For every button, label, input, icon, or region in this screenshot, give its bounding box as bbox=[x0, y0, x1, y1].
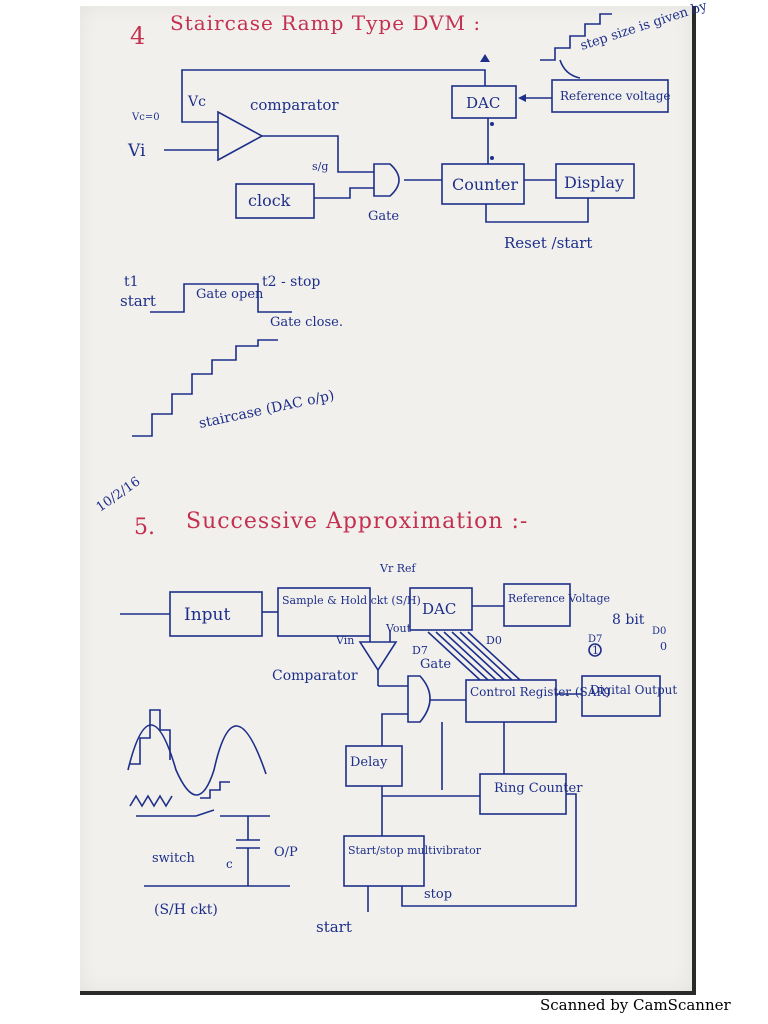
clock-pulses bbox=[129, 794, 173, 808]
staircase-waveform bbox=[132, 339, 278, 437]
ref2-label: Reference Voltage bbox=[508, 592, 610, 605]
small-staircase bbox=[200, 781, 230, 799]
bit-zero-label: 0 bbox=[660, 640, 667, 653]
d0b-label: D0 bbox=[652, 626, 666, 637]
delay-to-gate-line bbox=[381, 713, 408, 746]
vc-label: Vc bbox=[187, 94, 206, 110]
ref2-box bbox=[503, 583, 571, 627]
date-label: 10/2/16 bbox=[94, 474, 144, 515]
ring-counter-label: Ring Counter bbox=[494, 781, 583, 796]
input-box bbox=[169, 591, 263, 637]
step-arrow bbox=[559, 59, 581, 79]
reset-label: Reset /start bbox=[504, 234, 592, 252]
sampled-wave bbox=[130, 709, 171, 765]
gate-close-label: Gate close. bbox=[270, 315, 343, 330]
section5-title: Successive Approximation :- bbox=[186, 509, 528, 534]
vin-label: Vin bbox=[335, 634, 354, 647]
vc-line bbox=[181, 75, 218, 123]
comparator2-triangle bbox=[358, 641, 398, 672]
delay-box bbox=[345, 745, 403, 787]
bit-circle-icon bbox=[588, 643, 602, 657]
dac-feedback-line bbox=[181, 69, 486, 86]
switch-line bbox=[195, 809, 215, 817]
staircase-label: staircase (DAC o/p) bbox=[198, 388, 336, 432]
sh-label: Sample & Hold ckt (S/H) bbox=[282, 594, 421, 607]
notebook-page bbox=[80, 6, 696, 995]
section5-number: 5. bbox=[134, 515, 155, 540]
dac2-box bbox=[409, 587, 473, 631]
arrow-left-icon bbox=[518, 94, 526, 102]
data-bus bbox=[427, 631, 521, 681]
bit-one-label: 1 bbox=[592, 644, 599, 657]
sg-label: s/g bbox=[312, 160, 328, 173]
section4-title: Staircase Ramp Type DVM : bbox=[170, 11, 481, 35]
start-label: start bbox=[120, 292, 156, 310]
op-label: O/P bbox=[274, 845, 298, 860]
comparator2-label: Comparator bbox=[272, 668, 358, 684]
delay-label: Delay bbox=[350, 755, 388, 770]
d0-label: D0 bbox=[486, 634, 502, 647]
input-label: Input bbox=[184, 605, 230, 625]
scanner-footer: Scanned by CamScanner bbox=[540, 996, 731, 1014]
c-label: c bbox=[226, 857, 233, 871]
comparator-out-line bbox=[262, 135, 374, 173]
t2-label: t2 - stop bbox=[262, 274, 320, 290]
switch-label: switch bbox=[152, 851, 195, 866]
bits-label: 8 bit bbox=[612, 612, 645, 628]
d7b-label: D7 bbox=[588, 634, 602, 645]
digital-output-label: Digital Output bbox=[590, 683, 677, 697]
start-label: start bbox=[316, 918, 352, 936]
and-gate bbox=[373, 163, 400, 197]
display-label: Display bbox=[564, 173, 624, 192]
counter-label: Counter bbox=[452, 175, 518, 194]
vi-label: Vi bbox=[127, 141, 146, 161]
sh-ckt-label: (S/H ckt) bbox=[154, 902, 218, 918]
dac-box bbox=[451, 85, 517, 119]
step-staircase-mark bbox=[540, 13, 612, 61]
arrow-up-icon bbox=[480, 54, 490, 62]
comparator-label: comparator bbox=[250, 96, 339, 114]
section4-number: 4 bbox=[130, 22, 145, 50]
digital-output-box bbox=[581, 675, 661, 717]
sar-label: Control Register (SAR) bbox=[470, 685, 610, 699]
reference-box bbox=[551, 79, 669, 113]
multivibrator-label: Start/stop multivibrator bbox=[348, 844, 482, 857]
sar-box bbox=[465, 679, 557, 723]
clock-line bbox=[314, 187, 374, 199]
step-note: step size is given by bbox=[579, 0, 710, 54]
and-gate2 bbox=[407, 675, 431, 723]
d7-label: D7 bbox=[412, 644, 428, 657]
stop-label: stop bbox=[424, 887, 452, 902]
counter-box bbox=[441, 163, 525, 205]
stop-feedback-line bbox=[401, 793, 577, 907]
bit-dot bbox=[490, 156, 494, 160]
gate-waveform bbox=[150, 283, 292, 313]
vref-label: Vr Ref bbox=[379, 562, 416, 575]
t1-label: t1 bbox=[124, 274, 139, 290]
display-box bbox=[555, 163, 635, 199]
reset-line bbox=[485, 198, 589, 223]
dac-label: DAC bbox=[466, 94, 500, 112]
bit-dot bbox=[490, 122, 494, 126]
comparator-triangle bbox=[217, 110, 264, 162]
dac2-label: DAC bbox=[422, 600, 456, 618]
sine-wave bbox=[127, 724, 267, 796]
vc0-label: Vc=0 bbox=[131, 112, 160, 123]
vout-label: Vout bbox=[385, 622, 412, 635]
sh-box bbox=[277, 587, 371, 637]
gate2-label: Gate bbox=[420, 657, 451, 672]
clock-box bbox=[235, 183, 315, 219]
clock-label: clock bbox=[248, 191, 291, 210]
multivibrator-box bbox=[343, 835, 425, 887]
reference-label: Reference voltage bbox=[560, 89, 670, 103]
gate-open-label: Gate open bbox=[196, 287, 264, 302]
gate-label: Gate bbox=[368, 209, 399, 224]
